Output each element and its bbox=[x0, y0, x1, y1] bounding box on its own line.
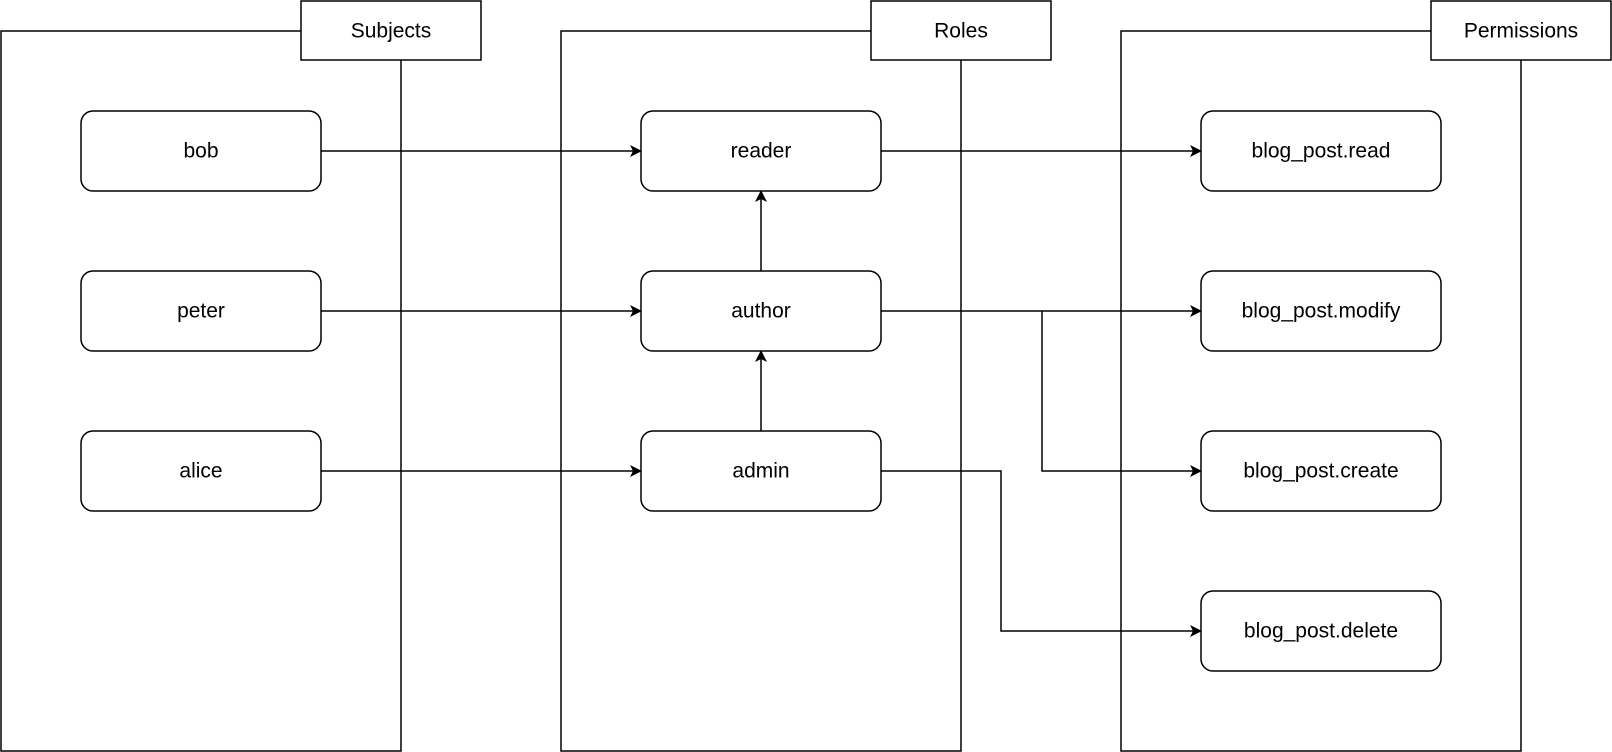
column-permissions-title: Permissions bbox=[1464, 20, 1578, 43]
role-node-label: author bbox=[731, 300, 791, 323]
subject-node-label: bob bbox=[183, 140, 218, 163]
column-roles-header bbox=[870, 0, 1052, 61]
subject-node-peter: peter bbox=[80, 270, 322, 352]
role-node-admin: admin bbox=[640, 430, 882, 512]
role-node-box bbox=[640, 430, 882, 512]
subject-node-label: peter bbox=[177, 300, 225, 323]
role-node-reader: reader bbox=[640, 110, 882, 192]
subject-node-label: alice bbox=[179, 460, 222, 483]
column-roles-title: Roles bbox=[934, 20, 988, 43]
permission-node-delete: blog_post.delete bbox=[1200, 590, 1442, 672]
subject-node-box bbox=[80, 430, 322, 512]
role-node-label: admin bbox=[732, 460, 789, 483]
role-node-label: reader bbox=[731, 140, 792, 163]
column-permissions-header bbox=[1430, 0, 1612, 61]
permission-node-label: blog_post.delete bbox=[1244, 620, 1398, 643]
column-subjects: Subjects bbox=[0, 0, 482, 752]
permission-node-modify: blog_post.modify bbox=[1200, 270, 1442, 352]
permission-node-box bbox=[1200, 430, 1442, 512]
column-roles: Roles bbox=[560, 0, 1052, 752]
permission-node-label: blog_post.modify bbox=[1242, 300, 1401, 323]
permission-node-label: blog_post.read bbox=[1252, 140, 1391, 163]
edge-author-create bbox=[1041, 311, 1202, 477]
subject-node-bob: bob bbox=[80, 110, 322, 192]
column-subjects-header bbox=[300, 0, 482, 61]
permission-node-label: blog_post.create bbox=[1243, 460, 1398, 483]
subject-node-box bbox=[80, 110, 322, 192]
role-node-box bbox=[640, 110, 882, 192]
permission-node-create: blog_post.create bbox=[1200, 430, 1442, 512]
permission-node-box bbox=[1200, 270, 1442, 352]
permission-node-box bbox=[1200, 590, 1442, 672]
role-node-author: author bbox=[640, 270, 882, 352]
subject-node-alice: alice bbox=[80, 430, 322, 512]
edge-admin-delete bbox=[881, 470, 1202, 637]
column-permissions: Permissions bbox=[1120, 0, 1612, 752]
column-subjects-frame bbox=[0, 30, 402, 752]
permission-node-read: blog_post.read bbox=[1200, 110, 1442, 192]
permission-node-box bbox=[1200, 110, 1442, 192]
role-node-box bbox=[640, 270, 882, 352]
column-permissions-frame bbox=[1120, 30, 1522, 752]
connectors bbox=[321, 145, 1202, 637]
subject-node-box bbox=[80, 270, 322, 352]
column-subjects-title: Subjects bbox=[351, 20, 432, 43]
column-roles-frame bbox=[560, 30, 962, 752]
